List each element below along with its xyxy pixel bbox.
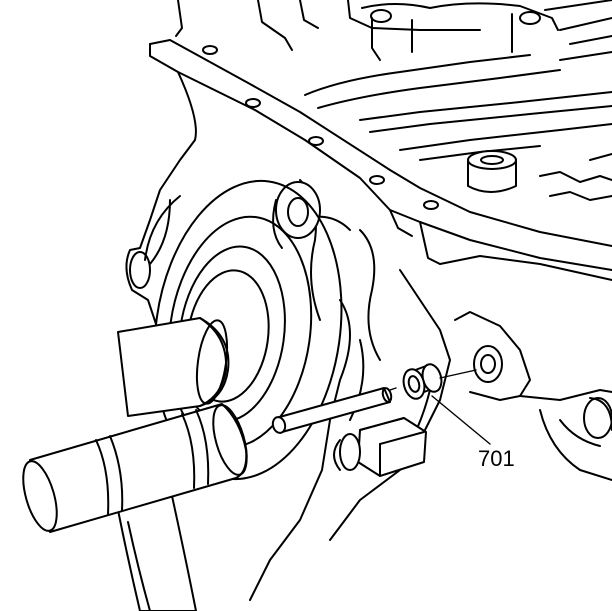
- gasket-flange: [149, 39, 612, 281]
- hammer-icon: [22, 403, 248, 611]
- roll-pin: [271, 387, 393, 434]
- output-shaft: [117, 317, 230, 417]
- lower-lug: [333, 417, 427, 477]
- callout: 701: [431, 395, 515, 471]
- callout-leader-line: [431, 395, 491, 445]
- bushing-701: [389, 363, 477, 400]
- callout-number: 701: [478, 446, 515, 471]
- upper-housing: [175, 0, 612, 201]
